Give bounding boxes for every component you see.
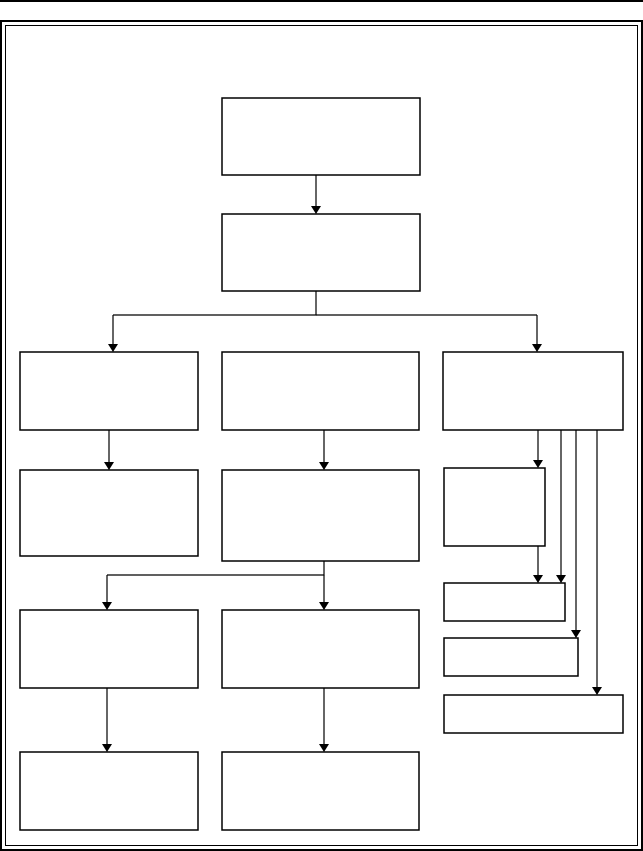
outer-frame: [0, 20, 643, 851]
branch-line-b2: [113, 291, 317, 316]
box-b12: [443, 637, 579, 677]
box-b4: [221, 351, 420, 431]
box-b9: [443, 582, 566, 622]
box-b8: [443, 467, 546, 547]
box-b3: [19, 351, 199, 431]
box-b1: [221, 97, 421, 176]
top-rule: [0, 0, 643, 2]
box-b6: [19, 469, 199, 557]
inner-frame: [5, 25, 638, 846]
box-b13: [443, 694, 624, 734]
box-b10: [19, 609, 199, 689]
box-b7: [221, 469, 420, 562]
box-b5: [442, 351, 624, 431]
box-b14: [19, 751, 199, 831]
box-b2: [221, 213, 421, 292]
box-b11: [221, 609, 420, 689]
branch-line-b7: [107, 561, 325, 576]
box-b15: [221, 751, 420, 831]
